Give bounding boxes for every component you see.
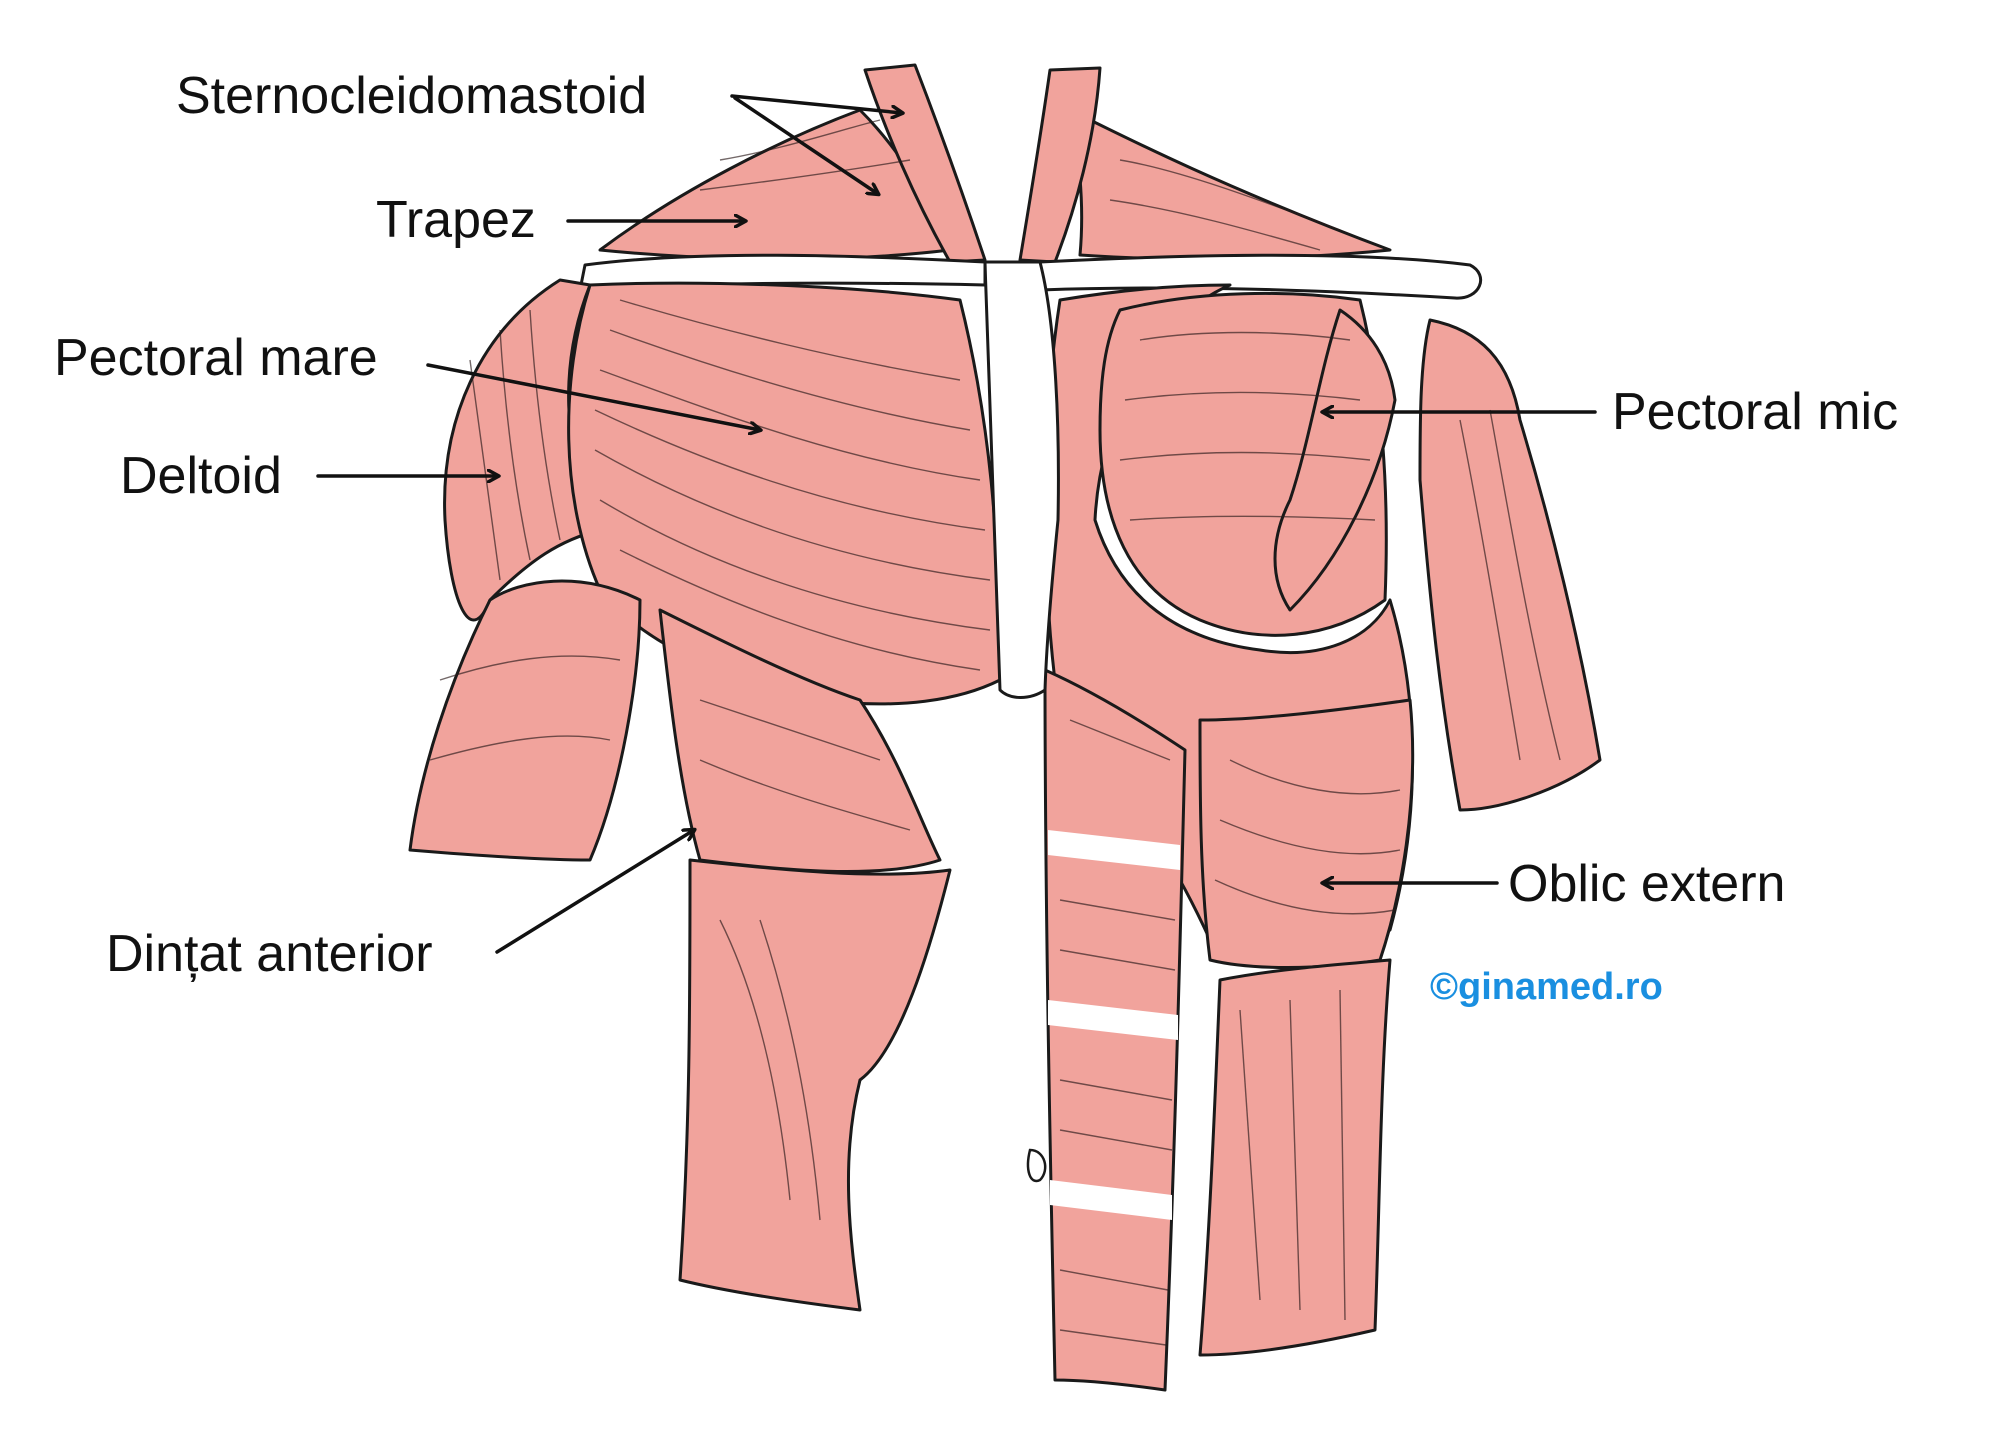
label-dintat-anterior: Dințat anterior <box>106 925 433 983</box>
tendinous-band-3 <box>1050 1180 1172 1220</box>
label-deltoid: Deltoid <box>120 447 282 505</box>
upper-arm-left <box>408 579 642 862</box>
pointer-sternocleidomastoid-2 <box>733 96 878 194</box>
pointer-sternocleidomastoid-1 <box>730 94 902 113</box>
trapezius-right <box>1068 108 1392 261</box>
serratus-anterior-left <box>658 608 942 874</box>
label-pectoral-mare: Pectoral mare <box>54 329 378 387</box>
navel <box>1026 1148 1047 1183</box>
sternum <box>983 260 1060 699</box>
label-trapez: Trapez <box>376 191 536 249</box>
muscle-fibers <box>429 119 1561 1346</box>
pectoralis-minor <box>1273 308 1397 612</box>
watermark-ginamed: ©ginamed.ro <box>1430 966 1663 1008</box>
label-oblic-extern: Oblic extern <box>1508 855 1786 913</box>
label-sternocleidomastoid: Sternocleidomastoid <box>176 67 648 125</box>
pointer-pectoral-mare <box>426 363 760 430</box>
clavicle-right <box>1038 253 1483 300</box>
latissimus-left <box>678 858 952 1312</box>
external-oblique-right <box>1198 698 1415 969</box>
pointer-dintat-anterior <box>495 830 694 954</box>
upper-arm-right <box>1418 318 1602 812</box>
pectoralis-major-left <box>567 281 1002 706</box>
tendinous-band-2 <box>1048 1000 1178 1040</box>
label-pectoral-mic: Pectoral mic <box>1612 383 1899 441</box>
tendinous-band-1 <box>1048 830 1180 870</box>
